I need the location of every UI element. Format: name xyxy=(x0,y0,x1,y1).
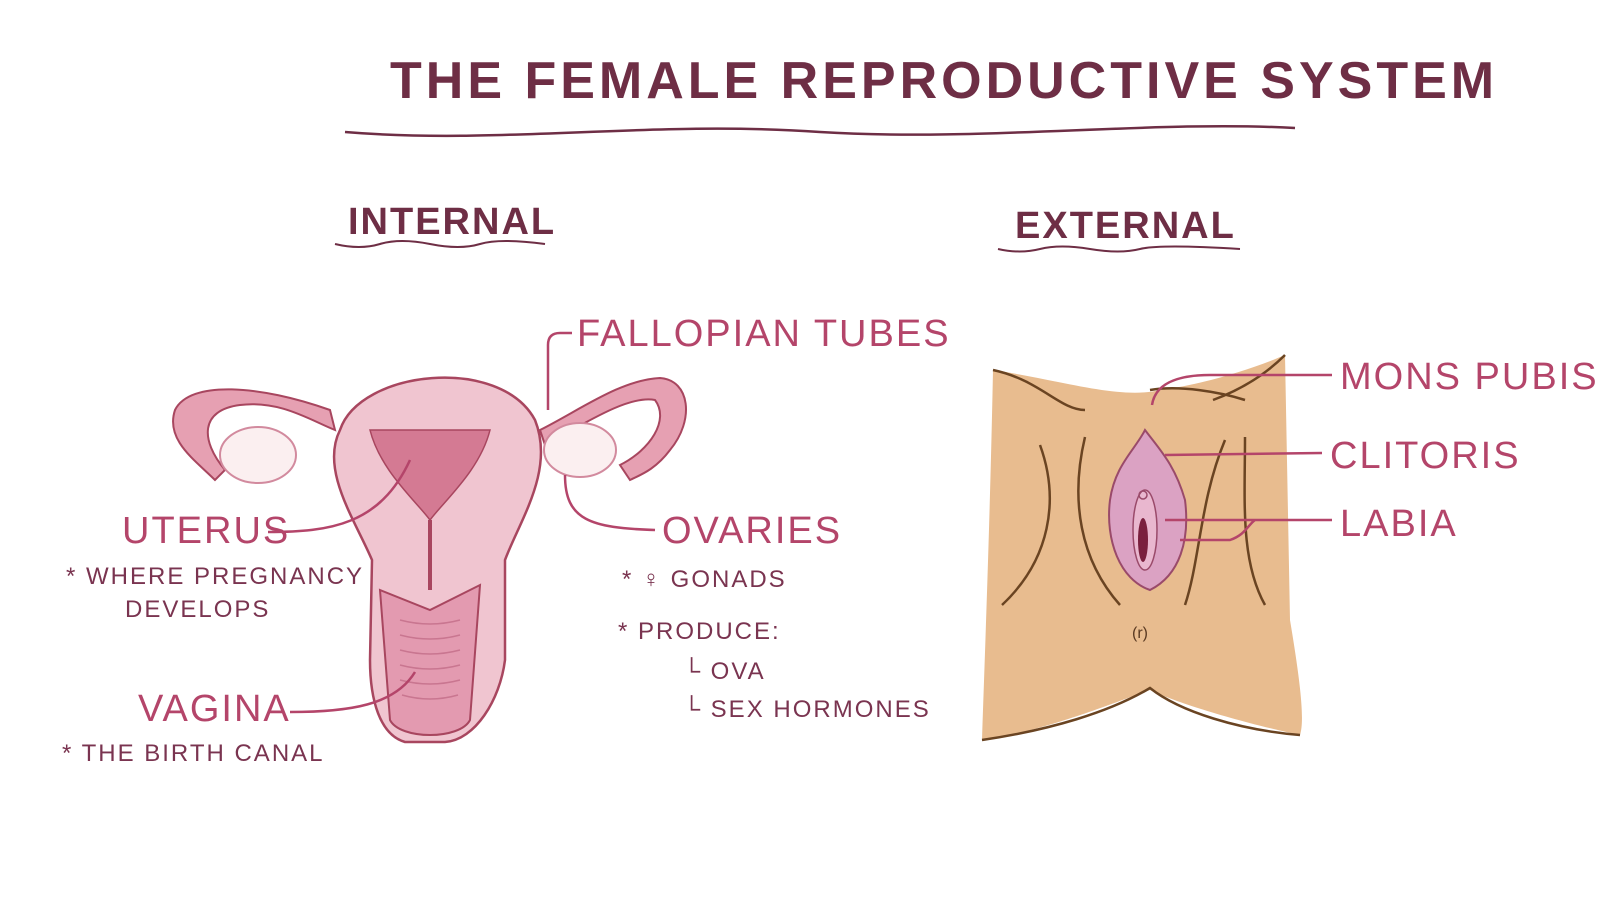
uterus-illustration xyxy=(172,376,687,744)
vagina-note: * the Birth Canal xyxy=(62,740,325,767)
labia-leader xyxy=(1165,518,1332,542)
ovaries-note-produce: * Produce: xyxy=(618,618,781,645)
label-fallopian-tubes: Fallopian Tubes xyxy=(577,313,951,355)
external-heading: External xyxy=(1015,205,1236,247)
label-mons-pubis: Mons Pubis xyxy=(1340,356,1599,398)
vagina-leader xyxy=(289,671,417,714)
anus-mark: (r) xyxy=(1132,625,1148,642)
external-illustration xyxy=(981,354,1302,742)
mons-pubis-leader xyxy=(1150,373,1332,406)
ovaries-sub-sex-hormones: └ Sex Hormones xyxy=(683,696,931,723)
uterus-note-line2: Develops xyxy=(125,596,271,623)
label-vagina: Vagina xyxy=(138,688,291,730)
label-clitoris: Clitoris xyxy=(1330,435,1521,477)
internal-underline xyxy=(334,240,546,248)
label-labia: Labia xyxy=(1340,503,1458,545)
ovaries-sub-ova: └ Ova xyxy=(683,658,766,685)
page-title: The Female Reproductive System xyxy=(390,52,1499,110)
external-underline xyxy=(997,245,1241,253)
uterus-leader xyxy=(267,459,412,534)
clitoris-leader xyxy=(1164,451,1323,457)
internal-heading: Internal xyxy=(348,201,557,243)
ovaries-leader xyxy=(563,474,656,532)
title-underline xyxy=(344,124,1296,138)
label-uterus: Uterus xyxy=(122,510,291,552)
label-ovaries: Ovaries xyxy=(662,510,843,552)
uterus-note-line1: * Where Pregnancy xyxy=(66,563,365,590)
fallopian-leader xyxy=(546,331,572,410)
ovaries-note-gonads: * ♀ Gonads xyxy=(622,566,787,593)
